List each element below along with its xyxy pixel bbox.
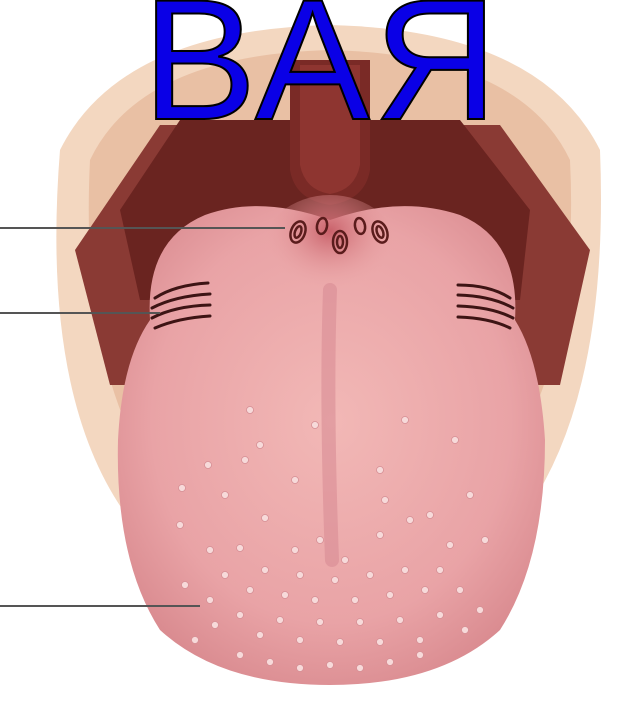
median-groove: [328, 290, 332, 560]
page-title: ВАЯ: [0, 0, 644, 146]
